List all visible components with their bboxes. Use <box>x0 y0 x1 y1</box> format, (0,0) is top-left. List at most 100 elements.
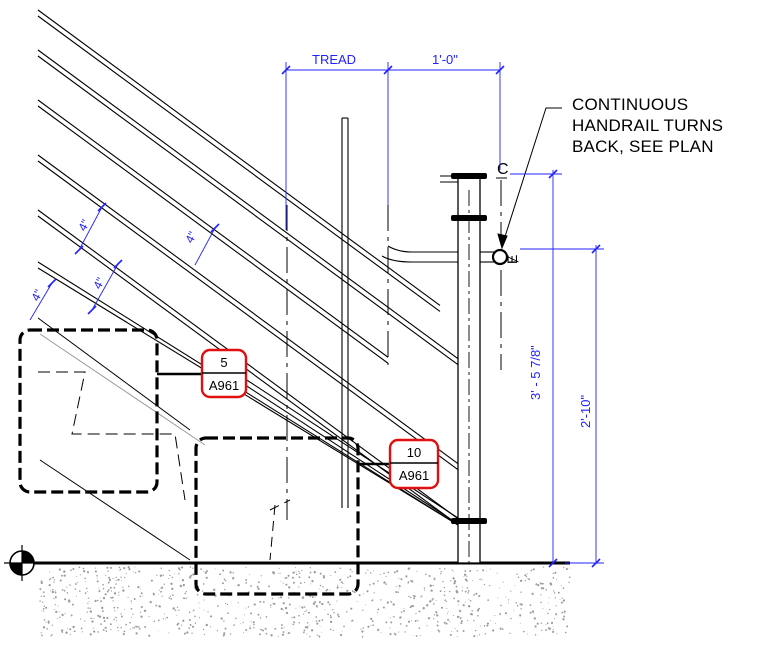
hatch-dot <box>152 592 155 595</box>
hatch-dot <box>258 633 261 636</box>
hatch-dot <box>266 628 268 630</box>
hatch-dot <box>308 624 310 626</box>
hatch-dot <box>123 608 125 610</box>
hatch-dot <box>63 589 66 592</box>
hatch-dot <box>123 630 126 633</box>
dimensions <box>29 62 604 568</box>
hatch-dot <box>542 566 545 568</box>
hatch-dot <box>243 614 245 616</box>
hatch-dot <box>313 571 316 574</box>
hatch-dot <box>79 590 81 592</box>
hatch-dot <box>461 590 464 592</box>
hatch-dot <box>361 630 364 633</box>
hatch-dot <box>351 571 353 573</box>
hatch-dot <box>306 626 309 629</box>
hatch-dot <box>84 620 86 622</box>
hatch-dot <box>349 575 352 578</box>
hatch-dot <box>456 615 460 619</box>
hatch-dot <box>58 568 62 571</box>
hatch-dot <box>43 595 45 598</box>
intermediate-post <box>341 117 349 508</box>
centerline-symbol-top: C <box>497 161 509 178</box>
hatch-dot <box>475 592 478 595</box>
callout-10-number: 10 <box>407 445 421 460</box>
hatch-dot <box>149 600 152 604</box>
hatch-dot <box>327 613 329 616</box>
hatch-dot <box>417 620 419 622</box>
hatch-dot <box>46 628 48 630</box>
hatch-dot <box>102 616 106 620</box>
hatch-dot <box>188 627 191 629</box>
hatch-dot <box>97 631 100 633</box>
hatch-dot <box>54 590 56 592</box>
hatch-dot <box>473 635 476 638</box>
hatch-dot <box>472 580 474 582</box>
hatch-dot <box>128 568 131 571</box>
datum-symbol-icon <box>4 545 40 581</box>
detail-boundaries <box>18 328 360 596</box>
hatch-dot <box>282 602 285 605</box>
hatch-dot <box>553 618 555 620</box>
hatch-dot <box>168 569 170 572</box>
hatch-dot <box>476 635 478 637</box>
hatch-dot <box>88 601 90 603</box>
hatch-dot <box>110 596 112 599</box>
hatch-dot <box>222 634 225 637</box>
hatch-dot <box>485 570 487 572</box>
hatch-dot <box>110 628 112 631</box>
hatch-dot <box>189 623 192 626</box>
hatch-dot <box>221 582 224 585</box>
hatch-dot <box>127 566 130 569</box>
hatch-dot <box>453 580 457 583</box>
hatch-dot <box>464 578 468 581</box>
guard-rail-line <box>209 361 459 525</box>
hatch-dot <box>351 620 353 622</box>
hatch-dot <box>525 575 528 578</box>
hatch-dot <box>127 596 129 598</box>
hatch-dot <box>557 591 560 594</box>
hatch-dot <box>245 629 248 632</box>
hatch-dot <box>158 589 160 591</box>
hatch-dot <box>489 584 491 587</box>
hatch-dot <box>528 578 531 581</box>
hatch-dot <box>452 570 454 572</box>
hatch-dot <box>223 632 226 635</box>
hatch-dot <box>50 635 52 637</box>
hatch-dot <box>155 604 158 607</box>
hatch-dot <box>515 602 518 604</box>
hatch-dot <box>370 625 372 627</box>
hatch-dot <box>490 619 492 621</box>
hatch-dot <box>132 613 134 615</box>
hatch-dot <box>117 578 120 581</box>
hatch-dot <box>182 619 185 622</box>
hatch-dot <box>326 588 329 591</box>
hatch-dot <box>120 576 122 579</box>
hatch-dot <box>162 574 164 577</box>
hatch-dot <box>87 597 90 599</box>
hatch-dot <box>47 621 50 624</box>
hatch-dot <box>332 629 334 632</box>
hatch-dot <box>447 610 449 613</box>
hatch-dot <box>117 630 119 632</box>
hatch-dot <box>540 594 542 596</box>
hatch-dot <box>257 587 260 590</box>
hatch-dot <box>318 636 321 638</box>
hatch-dot <box>456 635 458 637</box>
hatch-dot <box>134 625 137 627</box>
hatch-dot <box>262 629 264 632</box>
hatch-dot <box>113 586 116 589</box>
hatch-dot <box>118 566 121 569</box>
hatch-dot <box>288 603 291 606</box>
hatch-dot <box>451 630 453 632</box>
hatch-dot <box>223 620 225 622</box>
hatch-dot <box>66 586 68 588</box>
hatch-dot <box>169 574 171 577</box>
hatch-dot <box>552 628 554 631</box>
hatch-dot <box>130 603 132 605</box>
hatch-dot <box>42 626 46 629</box>
hatch-dot <box>440 573 442 575</box>
hatch-dot <box>270 634 273 637</box>
hatch-dot <box>58 611 60 613</box>
dim-tread: TREAD <box>312 52 356 67</box>
hatch-dot <box>318 619 321 622</box>
